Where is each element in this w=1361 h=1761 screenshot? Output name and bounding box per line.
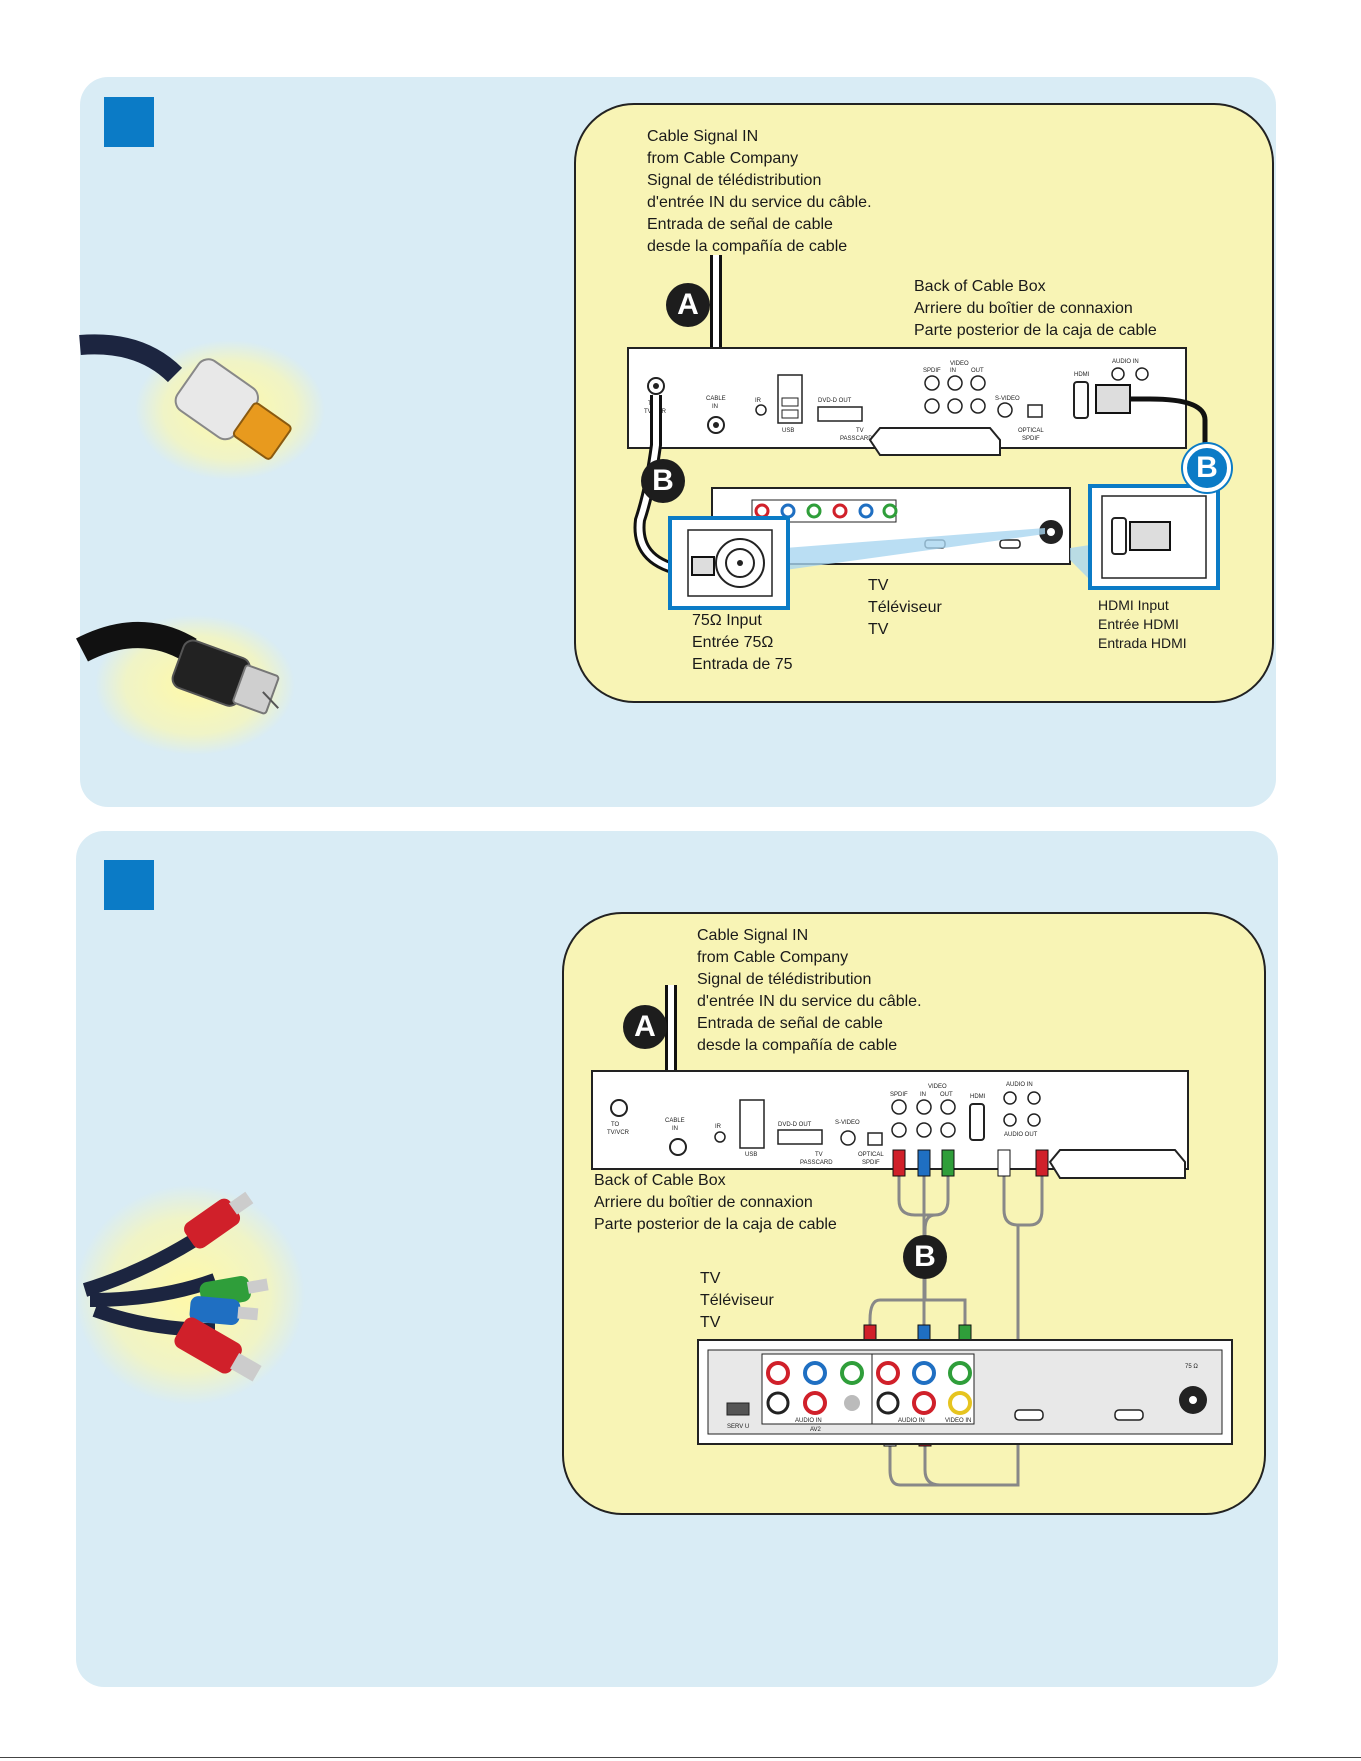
- tv-label: TV Téléviseur TV: [868, 577, 942, 638]
- svg-text:SPDIF: SPDIF: [1022, 436, 1040, 442]
- svg-text:DVD-D OUT: DVD-D OUT: [778, 1122, 812, 1128]
- svg-text:IR: IR: [755, 398, 762, 404]
- svg-text:AUDIO OUT: AUDIO OUT: [1004, 1132, 1038, 1138]
- svg-text:SERV U: SERV U: [727, 1424, 749, 1430]
- svg-text:OUT: OUT: [971, 368, 984, 374]
- cable-signal-label-2: Cable Signal IN from Cable Company Signa…: [697, 927, 922, 1054]
- svg-text:OUT: OUT: [940, 1092, 953, 1098]
- badge-b: B: [641, 459, 685, 503]
- svg-text:IN: IN: [712, 404, 718, 410]
- svg-text:S-VIDEO: S-VIDEO: [835, 1120, 860, 1126]
- svg-text:AUDIO IN: AUDIO IN: [898, 1418, 925, 1424]
- svg-text:IN: IN: [950, 368, 956, 374]
- svg-text:VIDEO IN: VIDEO IN: [945, 1418, 971, 1424]
- svg-text:TV/VCR: TV/VCR: [607, 1130, 630, 1136]
- svg-text:OPTICAL: OPTICAL: [858, 1152, 884, 1158]
- svg-text:PASSCARD: PASSCARD: [800, 1160, 833, 1166]
- badge-b-hdmi: B: [1183, 444, 1231, 492]
- badge-b-2: B: [903, 1235, 947, 1279]
- svg-text:CABLE: CABLE: [665, 1118, 685, 1124]
- step-2-marker: [104, 860, 154, 910]
- back-of-cable-box-label: Back of Cable Box Arriere du boîtier de …: [914, 278, 1157, 339]
- tv-label-2: TV Téléviseur TV: [700, 1270, 774, 1331]
- svg-text:OPTICAL: OPTICAL: [1018, 428, 1044, 434]
- svg-text:CABLE: CABLE: [706, 396, 726, 402]
- svg-text:HDMI: HDMI: [970, 1094, 986, 1100]
- svg-text:TV: TV: [856, 428, 864, 434]
- badge-a: A: [666, 283, 710, 327]
- svg-text:USB: USB: [745, 1152, 757, 1158]
- svg-text:SPDIF: SPDIF: [890, 1092, 908, 1098]
- svg-text:AUDIO IN: AUDIO IN: [795, 1418, 822, 1424]
- svg-text:AV2: AV2: [810, 1427, 822, 1433]
- svg-text:S-VIDEO: S-VIDEO: [995, 396, 1020, 402]
- svg-text:SPDIF: SPDIF: [862, 1160, 880, 1166]
- badge-a-2: A: [623, 1005, 667, 1049]
- svg-text:VIDEO: VIDEO: [950, 361, 969, 367]
- svg-text:SPDIF: SPDIF: [923, 368, 941, 374]
- svg-text:IN: IN: [920, 1092, 926, 1098]
- cable-signal-label: Cable Signal IN from Cable Company Signa…: [647, 128, 872, 255]
- step-1-marker: [104, 97, 154, 147]
- svg-text:IR: IR: [715, 1124, 722, 1130]
- svg-text:AUDIO IN: AUDIO IN: [1006, 1082, 1033, 1088]
- svg-text:75 Ω: 75 Ω: [1185, 1364, 1198, 1370]
- svg-text:TV: TV: [815, 1152, 823, 1158]
- svg-text:AUDIO IN: AUDIO IN: [1112, 359, 1139, 365]
- svg-text:TO: TO: [611, 1122, 620, 1128]
- hdmi-input-label: HDMI Input Entrée HDMI Entrada HDMI: [1098, 597, 1187, 651]
- svg-text:IN: IN: [672, 1126, 678, 1132]
- svg-text:HDMI: HDMI: [1074, 372, 1090, 378]
- page-footer-rule: [0, 1757, 1361, 1758]
- input-75-label: 75Ω Input Entrée 75Ω Entrada de 75: [692, 612, 793, 673]
- back-of-cable-box-label-2: Back of Cable Box Arriere du boîtier de …: [594, 1172, 837, 1233]
- svg-text:USB: USB: [782, 428, 794, 434]
- svg-text:DVD-D OUT: DVD-D OUT: [818, 398, 852, 404]
- svg-text:PASSCARD: PASSCARD: [840, 436, 873, 442]
- svg-text:VIDEO: VIDEO: [928, 1084, 947, 1090]
